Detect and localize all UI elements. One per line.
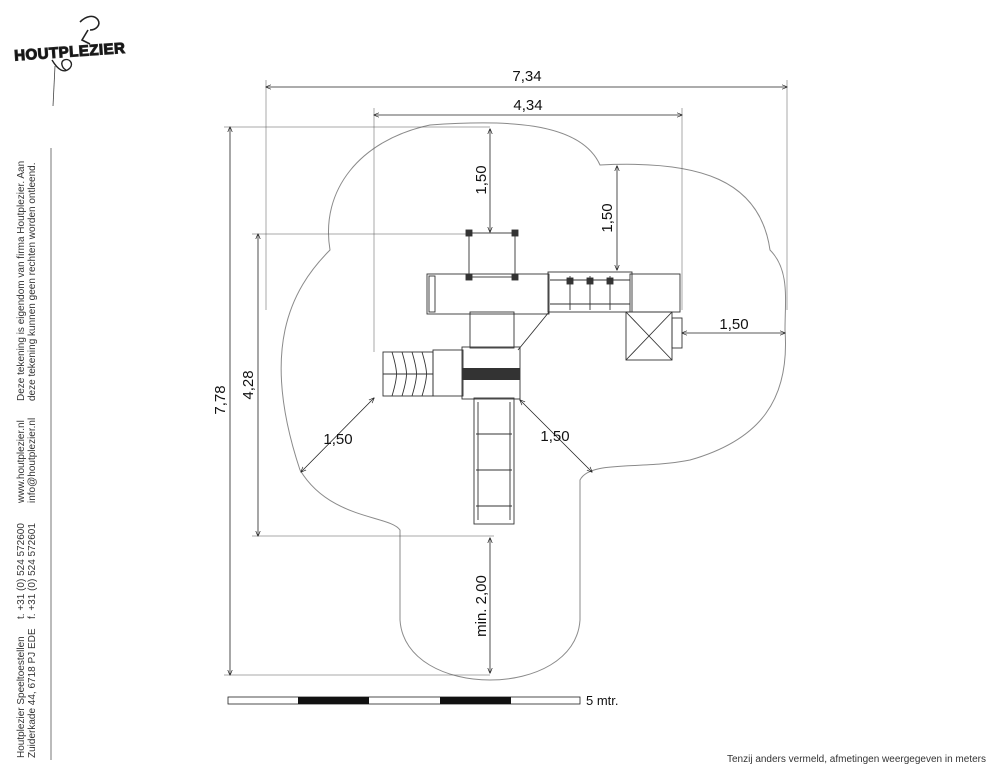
scale-bar: 5 mtr. (227, 693, 619, 708)
play-structure (382, 229, 683, 525)
dimension-diag-left-clearance: 1,50 (301, 398, 374, 472)
sidebar-web: www.houtplezier.nl info@houtplezier.nl (16, 417, 38, 503)
dimension-total-depth: 7,78 (212, 127, 490, 675)
dimension-total-width-label: 7,34 (512, 68, 541, 85)
dimension-upper-right-clearance-label: 1,50 (599, 203, 616, 232)
dimension-total-depth-label: 7,78 (212, 385, 229, 414)
dimension-diag-right-clearance-label: 1,50 (540, 428, 569, 445)
dimension-inner-width: 4,34 (374, 97, 682, 352)
connector-center (469, 311, 515, 349)
dimension-diag-left-clearance-label: 1,50 (323, 431, 352, 448)
sidebar-copyright: Deze tekening is eigendom van firma Hout… (16, 160, 38, 401)
sidebar-address: Houtplezier Speeltoestellen Zuiderkade 4… (16, 628, 38, 758)
dimension-upper-right-clearance: 1,50 (599, 166, 617, 270)
footer-note: Tenzij anders vermeld, afmetingen weerge… (726, 754, 986, 765)
dimension-inner-depth-label: 4,28 (240, 370, 257, 399)
dimension-inner-depth: 4,28 (240, 234, 494, 536)
dimension-top-clearance-label: 1,50 (473, 165, 490, 194)
safety-zone-outline (280, 122, 787, 681)
houtplezier-logo: HOUTPLEZIER (13, 15, 126, 107)
dimension-inner-width-label: 4,34 (513, 97, 542, 114)
dimension-right-clearance: 1,50 (682, 316, 785, 333)
sidebar-phone: t. +31 (0) 524 572600 f. +31 (0) 524 572… (16, 523, 38, 619)
beam-left (426, 273, 550, 315)
tower-top (468, 232, 516, 278)
scale-bar-label: 5 mtr. (586, 693, 619, 708)
dimension-total-width: 7,34 (266, 68, 787, 310)
dimension-slide-clearance-label: min. 2,00 (473, 575, 490, 637)
dimension-diag-right-clearance: 1,50 (520, 400, 592, 472)
beam-right (629, 273, 681, 313)
bridge (547, 271, 633, 313)
dimension-top-clearance: 1,50 (473, 129, 490, 232)
slide (473, 397, 515, 525)
dimension-right-clearance-label: 1,50 (719, 316, 748, 333)
dimension-slide-clearance: min. 2,00 (473, 538, 490, 673)
